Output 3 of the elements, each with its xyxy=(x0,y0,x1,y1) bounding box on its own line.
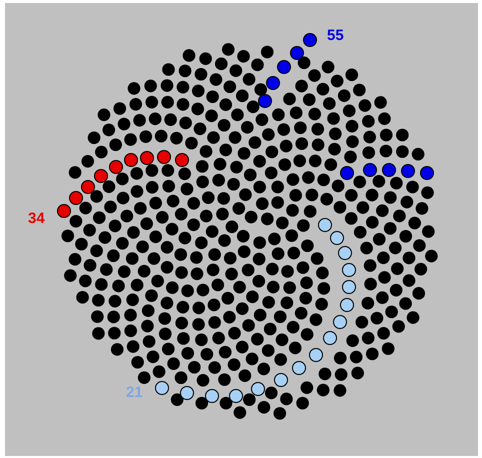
spiral-count-label: 21 xyxy=(126,385,143,401)
spiral-count-label: 34 xyxy=(28,211,45,227)
spiral-count-label: 55 xyxy=(327,28,344,44)
